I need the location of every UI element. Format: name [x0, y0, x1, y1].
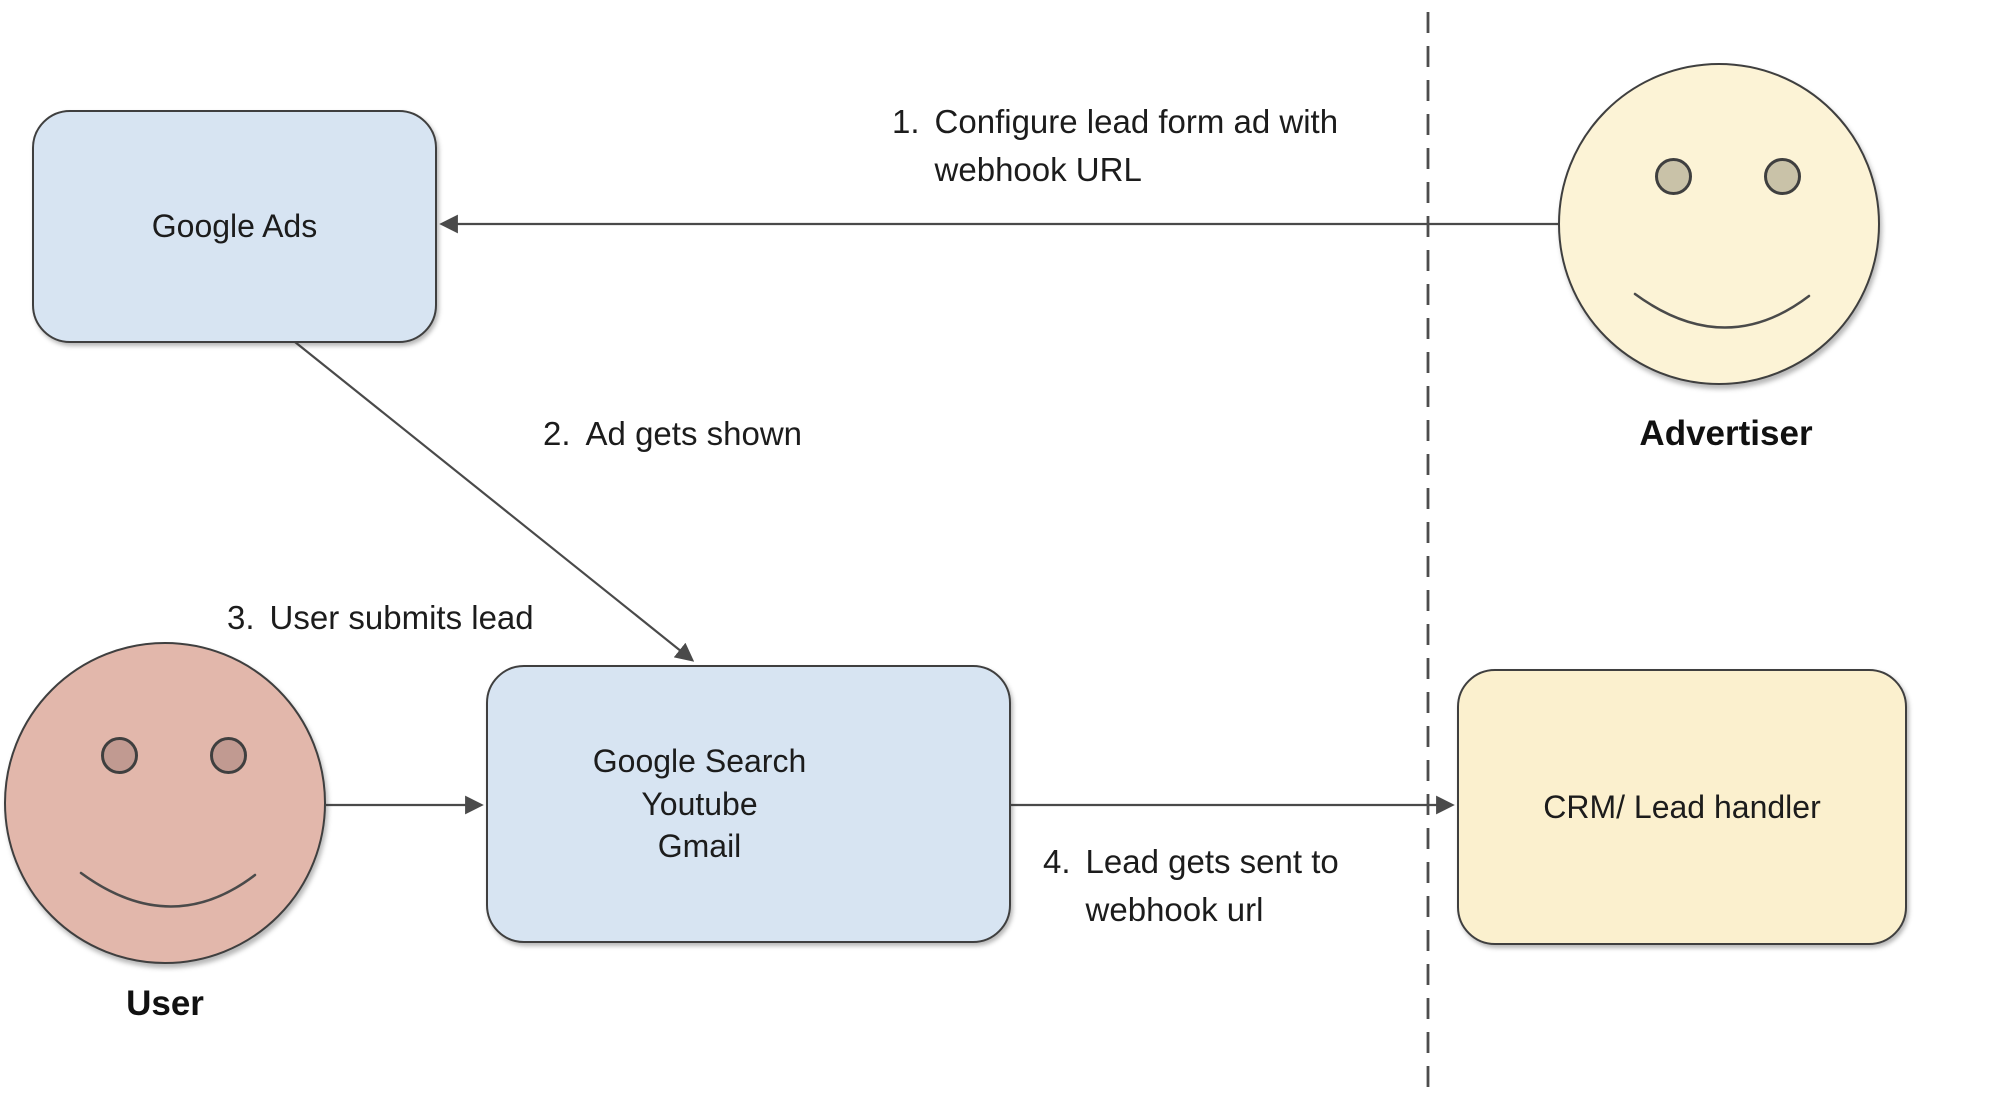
crm-lead-handler-node: CRM/ Lead handler	[1457, 669, 1907, 945]
annotation-step-1-number: 1.	[892, 103, 920, 140]
google-ads-label: Google Ads	[151, 208, 318, 245]
crm-label: CRM/ Lead handler	[1543, 788, 1821, 825]
google-surfaces-label: Google Search Youtube Gmail	[592, 742, 807, 865]
google-surfaces-node: Google Search Youtube Gmail	[486, 665, 1011, 943]
google-ads-node: Google Ads	[32, 110, 437, 343]
annotation-step-4-text: Lead gets sent to webhook url	[1085, 843, 1339, 928]
annotation-step-1-text: Configure lead form ad with webhook URL	[934, 103, 1339, 188]
user-smile-icon	[79, 871, 257, 908]
annotation-step-3: 3. User submits lead	[227, 594, 534, 642]
user-left-eye-icon	[101, 737, 138, 774]
annotation-step-4: 4. Lead gets sent to webhook url	[1043, 838, 1339, 934]
user-right-eye-icon	[210, 737, 247, 774]
annotation-step-4-number: 4.	[1043, 843, 1071, 880]
user-label: User	[126, 984, 204, 1023]
annotation-step-1: 1. Configure lead form ad with webhook U…	[892, 98, 1338, 194]
advertiser-smile-icon	[1633, 292, 1811, 329]
user-avatar	[4, 642, 326, 964]
annotation-step-2-number: 2.	[543, 415, 571, 452]
annotation-step-3-text: User submits lead	[269, 599, 534, 636]
advertiser-avatar	[1558, 63, 1880, 385]
advertiser-label: Advertiser	[1639, 414, 1813, 453]
annotation-step-2: 2. Ad gets shown	[543, 410, 802, 458]
annotation-step-3-number: 3.	[227, 599, 255, 636]
annotation-step-2-text: Ad gets shown	[585, 415, 802, 452]
advertiser-right-eye-icon	[1764, 158, 1801, 195]
advertiser-left-eye-icon	[1655, 158, 1692, 195]
